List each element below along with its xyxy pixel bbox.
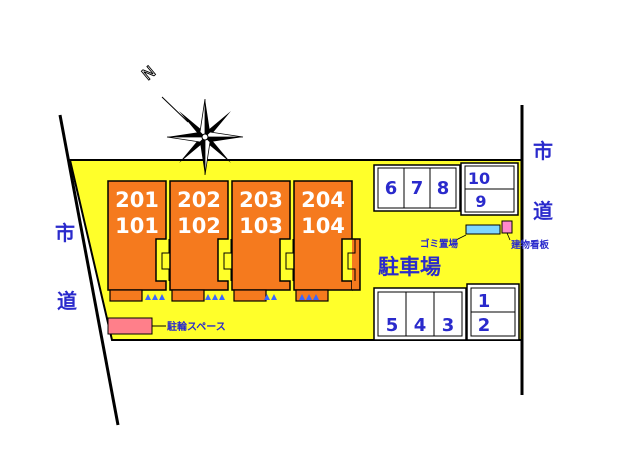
unit-lower-number: 103	[239, 214, 283, 238]
stall-1: 1	[478, 291, 491, 312]
parking-bottom-inner	[377, 291, 463, 337]
unit-entrance	[233, 289, 267, 302]
unit-upper-number: 202	[177, 188, 221, 212]
entrance-triangle-icon	[306, 294, 312, 300]
building-sign-leader	[506, 232, 511, 241]
entrance-triangle-icon	[219, 294, 225, 300]
unit-extension	[352, 238, 361, 291]
unit-stair-outline	[285, 239, 294, 281]
unit-stair-outline	[161, 239, 170, 281]
entrance-triangle-icon	[152, 294, 158, 300]
unit-stair-outline	[347, 239, 356, 281]
entrance-triangle-icon	[271, 294, 277, 300]
entrance-triangle-icon	[264, 294, 270, 300]
unit-upper-number: 204	[301, 188, 345, 212]
garbage-area-label: ゴミ置場	[420, 238, 459, 250]
building-sign-label: 建物看板	[510, 239, 550, 251]
unit-lower-number: 102	[177, 214, 221, 238]
building-sign-box	[501, 220, 513, 234]
stall-7: 7	[411, 178, 424, 199]
entrance-triangle-icon	[212, 294, 218, 300]
unit-stair-outline	[223, 239, 232, 281]
left-road-label-2: 道	[57, 289, 77, 313]
unit-upper-number: 203	[239, 188, 283, 212]
parking-label: 駐車場	[378, 255, 441, 279]
stall-4: 4	[414, 315, 427, 336]
unit-upper-number: 201	[115, 188, 159, 212]
right-road-label-2: 道	[533, 199, 553, 223]
unit-entrance	[171, 289, 205, 302]
entrance-triangle-icon	[313, 294, 319, 300]
entrance-triangle-icon	[299, 294, 305, 300]
stall-8: 8	[437, 178, 450, 199]
garbage-area-box	[465, 224, 501, 235]
stall-9: 9	[475, 192, 486, 211]
unit-lower-number: 101	[115, 214, 159, 238]
stall-10: 10	[468, 169, 490, 188]
bicycle-space-label: 駐輪スペース	[167, 320, 226, 333]
compass-north-line	[161, 96, 189, 123]
parking-top-inner	[377, 167, 457, 209]
stall-2: 2	[478, 315, 491, 336]
parking-top-frame	[373, 164, 461, 212]
unit-entrance	[109, 289, 143, 302]
parking-bottom-frame	[373, 287, 467, 341]
compass-north-mark: N	[138, 62, 159, 84]
stall-3: 3	[442, 315, 455, 336]
entrance-triangle-icon	[205, 294, 211, 300]
left-road-line	[58, 114, 120, 426]
entrance-triangle-icon	[159, 294, 165, 300]
stall-6: 6	[385, 178, 398, 199]
garbage-leader	[455, 234, 467, 241]
stall-5: 5	[386, 315, 399, 336]
right-road-label-1: 市	[533, 139, 553, 163]
entrance-markers	[145, 294, 319, 300]
compass-icon	[166, 98, 244, 176]
unit-lower-number: 104	[301, 214, 345, 238]
bicycle-space-box	[107, 317, 153, 335]
left-road-label-1: 市	[55, 221, 75, 245]
unit-entrance	[295, 289, 329, 302]
entrance-triangle-icon	[145, 294, 151, 300]
